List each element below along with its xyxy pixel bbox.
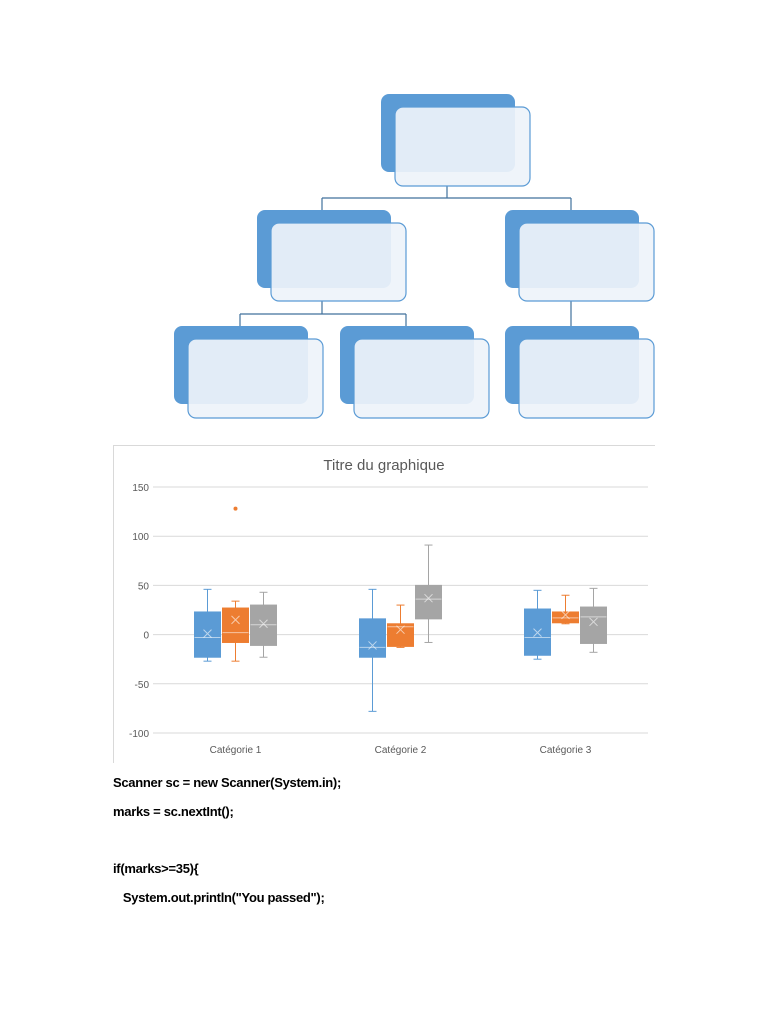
chart-title: Titre du graphique: [323, 457, 444, 474]
x-category-label: Catégorie 3: [540, 745, 592, 756]
box-item: [222, 506, 249, 662]
mean-marker: [203, 629, 212, 638]
outlier-point: [233, 506, 238, 511]
box-item: [580, 587, 607, 653]
mean-marker: [396, 625, 405, 635]
box-rect: [387, 623, 414, 647]
y-tick-label: -50: [135, 680, 150, 691]
org-node-level2-left[interactable]: [257, 210, 407, 302]
mean-marker: [231, 615, 240, 625]
box-rect: [415, 584, 442, 620]
org-node-level3-a[interactable]: [174, 326, 324, 419]
box-series: [194, 506, 607, 712]
mean-marker: [533, 628, 542, 637]
box-plot-chart: Titre du graphique 150 100 50 0 -50 -100 Caté…: [129, 457, 648, 756]
box-rect: [580, 606, 607, 644]
mean-marker: [424, 593, 433, 603]
box-rect: [222, 607, 249, 643]
mean-marker: [259, 619, 268, 629]
org-chart-diagram: [174, 94, 655, 419]
y-tick-label: 50: [138, 581, 150, 592]
org-node-level2-right[interactable]: [505, 210, 655, 302]
x-axis-category-labels: Catégorie 1 Catégorie 2 Catégorie 3: [210, 745, 592, 756]
code-line-read-marks: marks = sc.nextInt();: [113, 804, 234, 819]
y-axis-tick-labels: 150 100 50 0 -50 -100: [129, 483, 149, 740]
box-item: [359, 588, 386, 712]
mean-marker: [368, 641, 377, 650]
box-rect: [359, 618, 386, 658]
mean-marker: [561, 610, 570, 620]
box-item: [387, 604, 414, 648]
box-item: [552, 594, 579, 625]
x-category-label: Catégorie 1: [210, 745, 262, 756]
y-tick-label: 100: [132, 532, 149, 543]
box-item: [415, 544, 442, 643]
org-node-root[interactable]: [381, 94, 531, 187]
mean-marker: [589, 617, 598, 627]
y-tick-label: 150: [132, 483, 149, 494]
y-tick-label: -100: [129, 729, 149, 740]
code-line-scanner: Scanner sc = new Scanner(System.in);: [113, 775, 341, 790]
box-item: [524, 589, 551, 660]
y-tick-label: 0: [143, 631, 149, 642]
code-line-println: System.out.println("You passed");: [113, 890, 325, 905]
x-category-label: Catégorie 2: [375, 745, 427, 756]
connector-root-level2: [321, 186, 572, 210]
box-rect: [194, 611, 221, 658]
org-node-level3-b[interactable]: [340, 326, 490, 419]
box-item: [250, 591, 277, 658]
org-node-level3-c[interactable]: [505, 326, 655, 419]
chart-area-frame: [113, 445, 655, 763]
code-line-if-condition: if(marks>=35){: [113, 861, 199, 876]
connectors: [239, 186, 572, 326]
box-item: [194, 588, 221, 662]
connector-left-level3: [239, 301, 407, 326]
